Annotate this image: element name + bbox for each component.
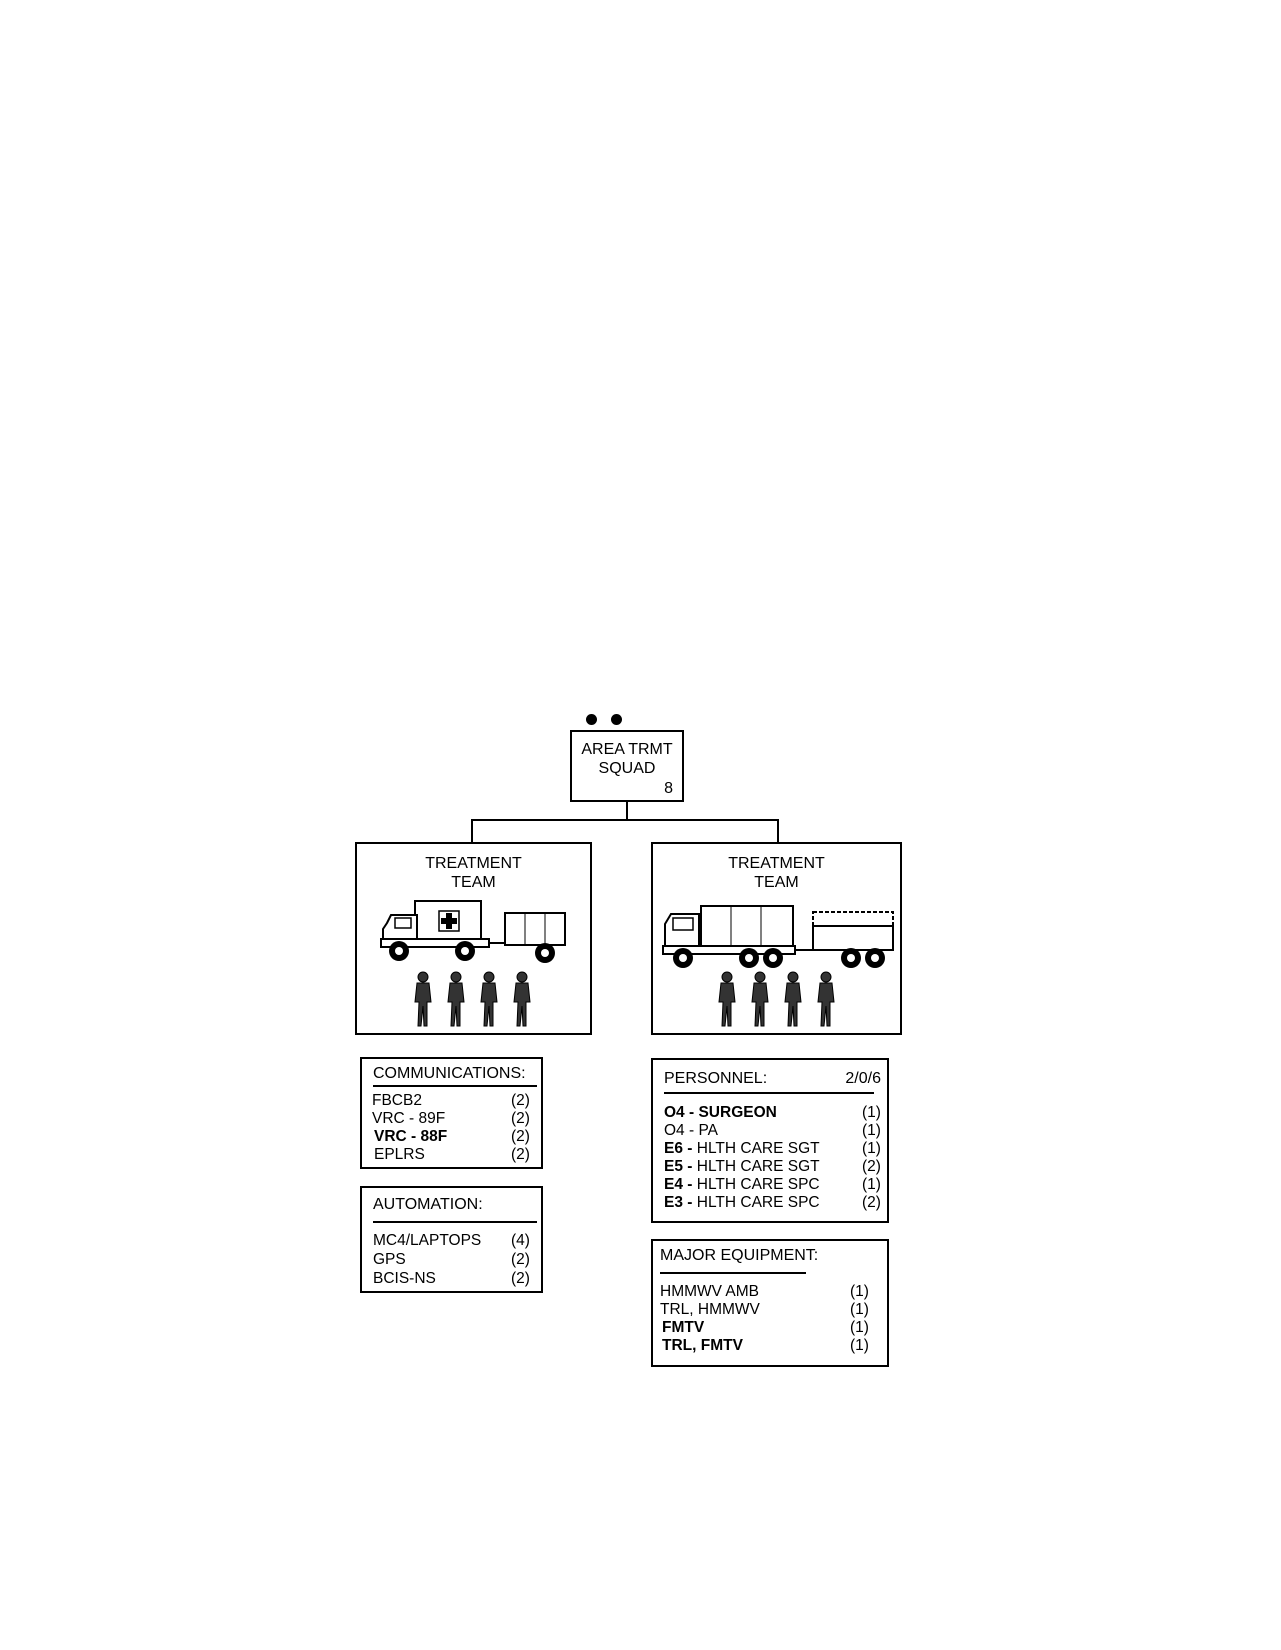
soldiers-icon <box>718 971 835 1027</box>
list-item: O4 - SURGEON(1) <box>664 1104 881 1121</box>
squad-title-line2: SQUAD <box>598 760 656 777</box>
list-item: TRL, FMTV(1) <box>662 1337 869 1354</box>
squad-box: AREA TRMT SQUAD 8 <box>570 730 684 802</box>
list-item: E3 - HLTH CARE SPC(2) <box>664 1194 881 1211</box>
list-item: FBCB2(2) <box>372 1092 530 1109</box>
connector-vertical-right <box>777 819 779 843</box>
list-item: VRC - 88F(2) <box>374 1128 530 1145</box>
personnel-title: PERSONNEL: <box>664 1070 768 1087</box>
communications-title: COMMUNICATIONS: <box>373 1065 526 1082</box>
list-item: E4 - HLTH CARE SPC(1) <box>664 1176 881 1193</box>
team-title-line1: TREATMENT <box>728 855 825 872</box>
major-equipment-title: MAJOR EQUIPMENT: <box>660 1247 819 1264</box>
treatment-team-box-right: TREATMENT TEAM <box>651 842 902 1035</box>
list-item: TRL, HMMWV(1) <box>660 1301 869 1318</box>
team-title-line2: TEAM <box>451 874 496 891</box>
list-item: VRC - 89F(2) <box>372 1110 530 1127</box>
treatment-team-box-left: TREATMENT TEAM <box>355 842 592 1035</box>
list-item: EPLRS(2) <box>374 1146 530 1163</box>
automation-rule <box>373 1221 537 1223</box>
connector-horizontal <box>471 819 779 821</box>
squad-title-line1: AREA TRMT <box>581 741 673 758</box>
communications-panel: COMMUNICATIONS: FBCB2(2) VRC - 89F(2) VR… <box>360 1057 543 1169</box>
echelon-dot <box>586 714 597 725</box>
major-equipment-panel: MAJOR EQUIPMENT: HMMWV AMB(1) TRL, HMMWV… <box>651 1239 889 1367</box>
automation-title: AUTOMATION: <box>373 1196 483 1213</box>
personnel-summary: 2/0/6 <box>845 1070 881 1087</box>
soldiers-icon <box>414 971 531 1027</box>
squad-count: 8 <box>664 780 673 797</box>
personnel-rule <box>664 1092 874 1094</box>
list-item: E6 - HLTH CARE SGT(1) <box>664 1140 881 1157</box>
fmtv-truck-icon <box>662 905 894 968</box>
list-item: O4 - PA(1) <box>664 1122 881 1139</box>
list-item: HMMWV AMB(1) <box>660 1283 869 1300</box>
automation-panel: AUTOMATION: MC4/LAPTOPS(4) GPS(2) BCIS-N… <box>360 1186 543 1293</box>
echelon-dot <box>611 714 622 725</box>
list-item: GPS(2) <box>373 1251 530 1268</box>
list-item: FMTV(1) <box>662 1319 869 1336</box>
personnel-panel: PERSONNEL: 2/0/6 O4 - SURGEON(1) O4 - PA… <box>651 1058 889 1223</box>
team-title-line1: TREATMENT <box>425 855 522 872</box>
list-item: MC4/LAPTOPS(4) <box>373 1232 530 1249</box>
list-item: BCIS-NS(2) <box>373 1270 530 1287</box>
connector-vertical-squad <box>626 802 628 821</box>
major-equipment-rule <box>660 1272 806 1274</box>
communications-rule <box>373 1085 537 1087</box>
hmmwv-ambulance-icon <box>380 900 566 963</box>
connector-vertical-left <box>471 819 473 843</box>
list-item: E5 - HLTH CARE SGT(2) <box>664 1158 881 1175</box>
team-title-line2: TEAM <box>754 874 799 891</box>
